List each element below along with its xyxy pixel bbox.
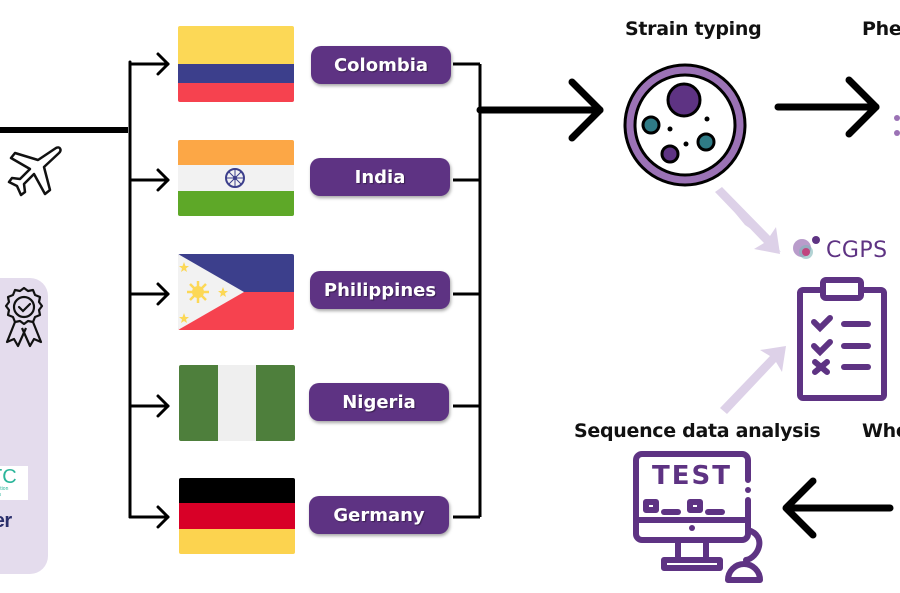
branch-arrow-head-philippines bbox=[156, 282, 170, 306]
monitor-screen-text: TEST bbox=[652, 461, 732, 491]
country-pill-nigeria[interactable]: Nigeria bbox=[309, 383, 449, 421]
country-pill-philippines[interactable]: Philippines bbox=[310, 271, 450, 309]
airplane-icon bbox=[7, 146, 62, 197]
arrow-analysis-to-cgps bbox=[720, 346, 786, 414]
branch-arrow-head-india bbox=[156, 168, 170, 192]
cgps-logo-icon bbox=[793, 236, 820, 259]
ashoka-chakra-icon bbox=[225, 168, 245, 189]
branch-arrow-head-nigeria bbox=[156, 394, 170, 418]
flag-germany bbox=[179, 478, 295, 554]
sponsor-logo-text: ger bbox=[0, 510, 12, 532]
petri-dish-icon bbox=[623, 63, 747, 187]
award-badge-icon bbox=[4, 286, 44, 348]
atcc-logo: TC ollection tures bbox=[0, 466, 28, 500]
atcc-subtitle-2: tures bbox=[0, 492, 8, 498]
flag-india bbox=[178, 140, 294, 216]
flag-philippines bbox=[178, 254, 294, 330]
flag-nigeria bbox=[179, 365, 295, 441]
atcc-logo-text: TC bbox=[0, 466, 17, 488]
step-sequence-analysis-label: Sequence data analysis bbox=[574, 420, 821, 442]
country-pill-india[interactable]: India bbox=[310, 158, 450, 196]
computer-monitor-icon: TEST bbox=[633, 451, 763, 583]
clipboard-checklist-icon bbox=[797, 277, 887, 401]
branch-arrow-head-germany bbox=[156, 505, 170, 529]
branch-arrow-head-colombia bbox=[156, 52, 170, 76]
step-strain-typing-label: Strain typing bbox=[625, 18, 762, 40]
step-phenotyping-label: Phen bbox=[862, 18, 900, 40]
arrow-strain-to-cgps-head bbox=[715, 187, 780, 254]
step-whole-genome-label: Who bbox=[862, 420, 900, 442]
country-pill-colombia[interactable]: Colombia bbox=[311, 46, 451, 84]
cgps-logo-text: CGPS bbox=[826, 238, 888, 263]
atcc-subtitle-1: ollection bbox=[0, 486, 9, 492]
flag-colombia bbox=[178, 26, 294, 102]
country-pill-germany[interactable]: Germany bbox=[309, 496, 449, 534]
partners-panel: TC ollection tures ger bbox=[0, 278, 48, 574]
